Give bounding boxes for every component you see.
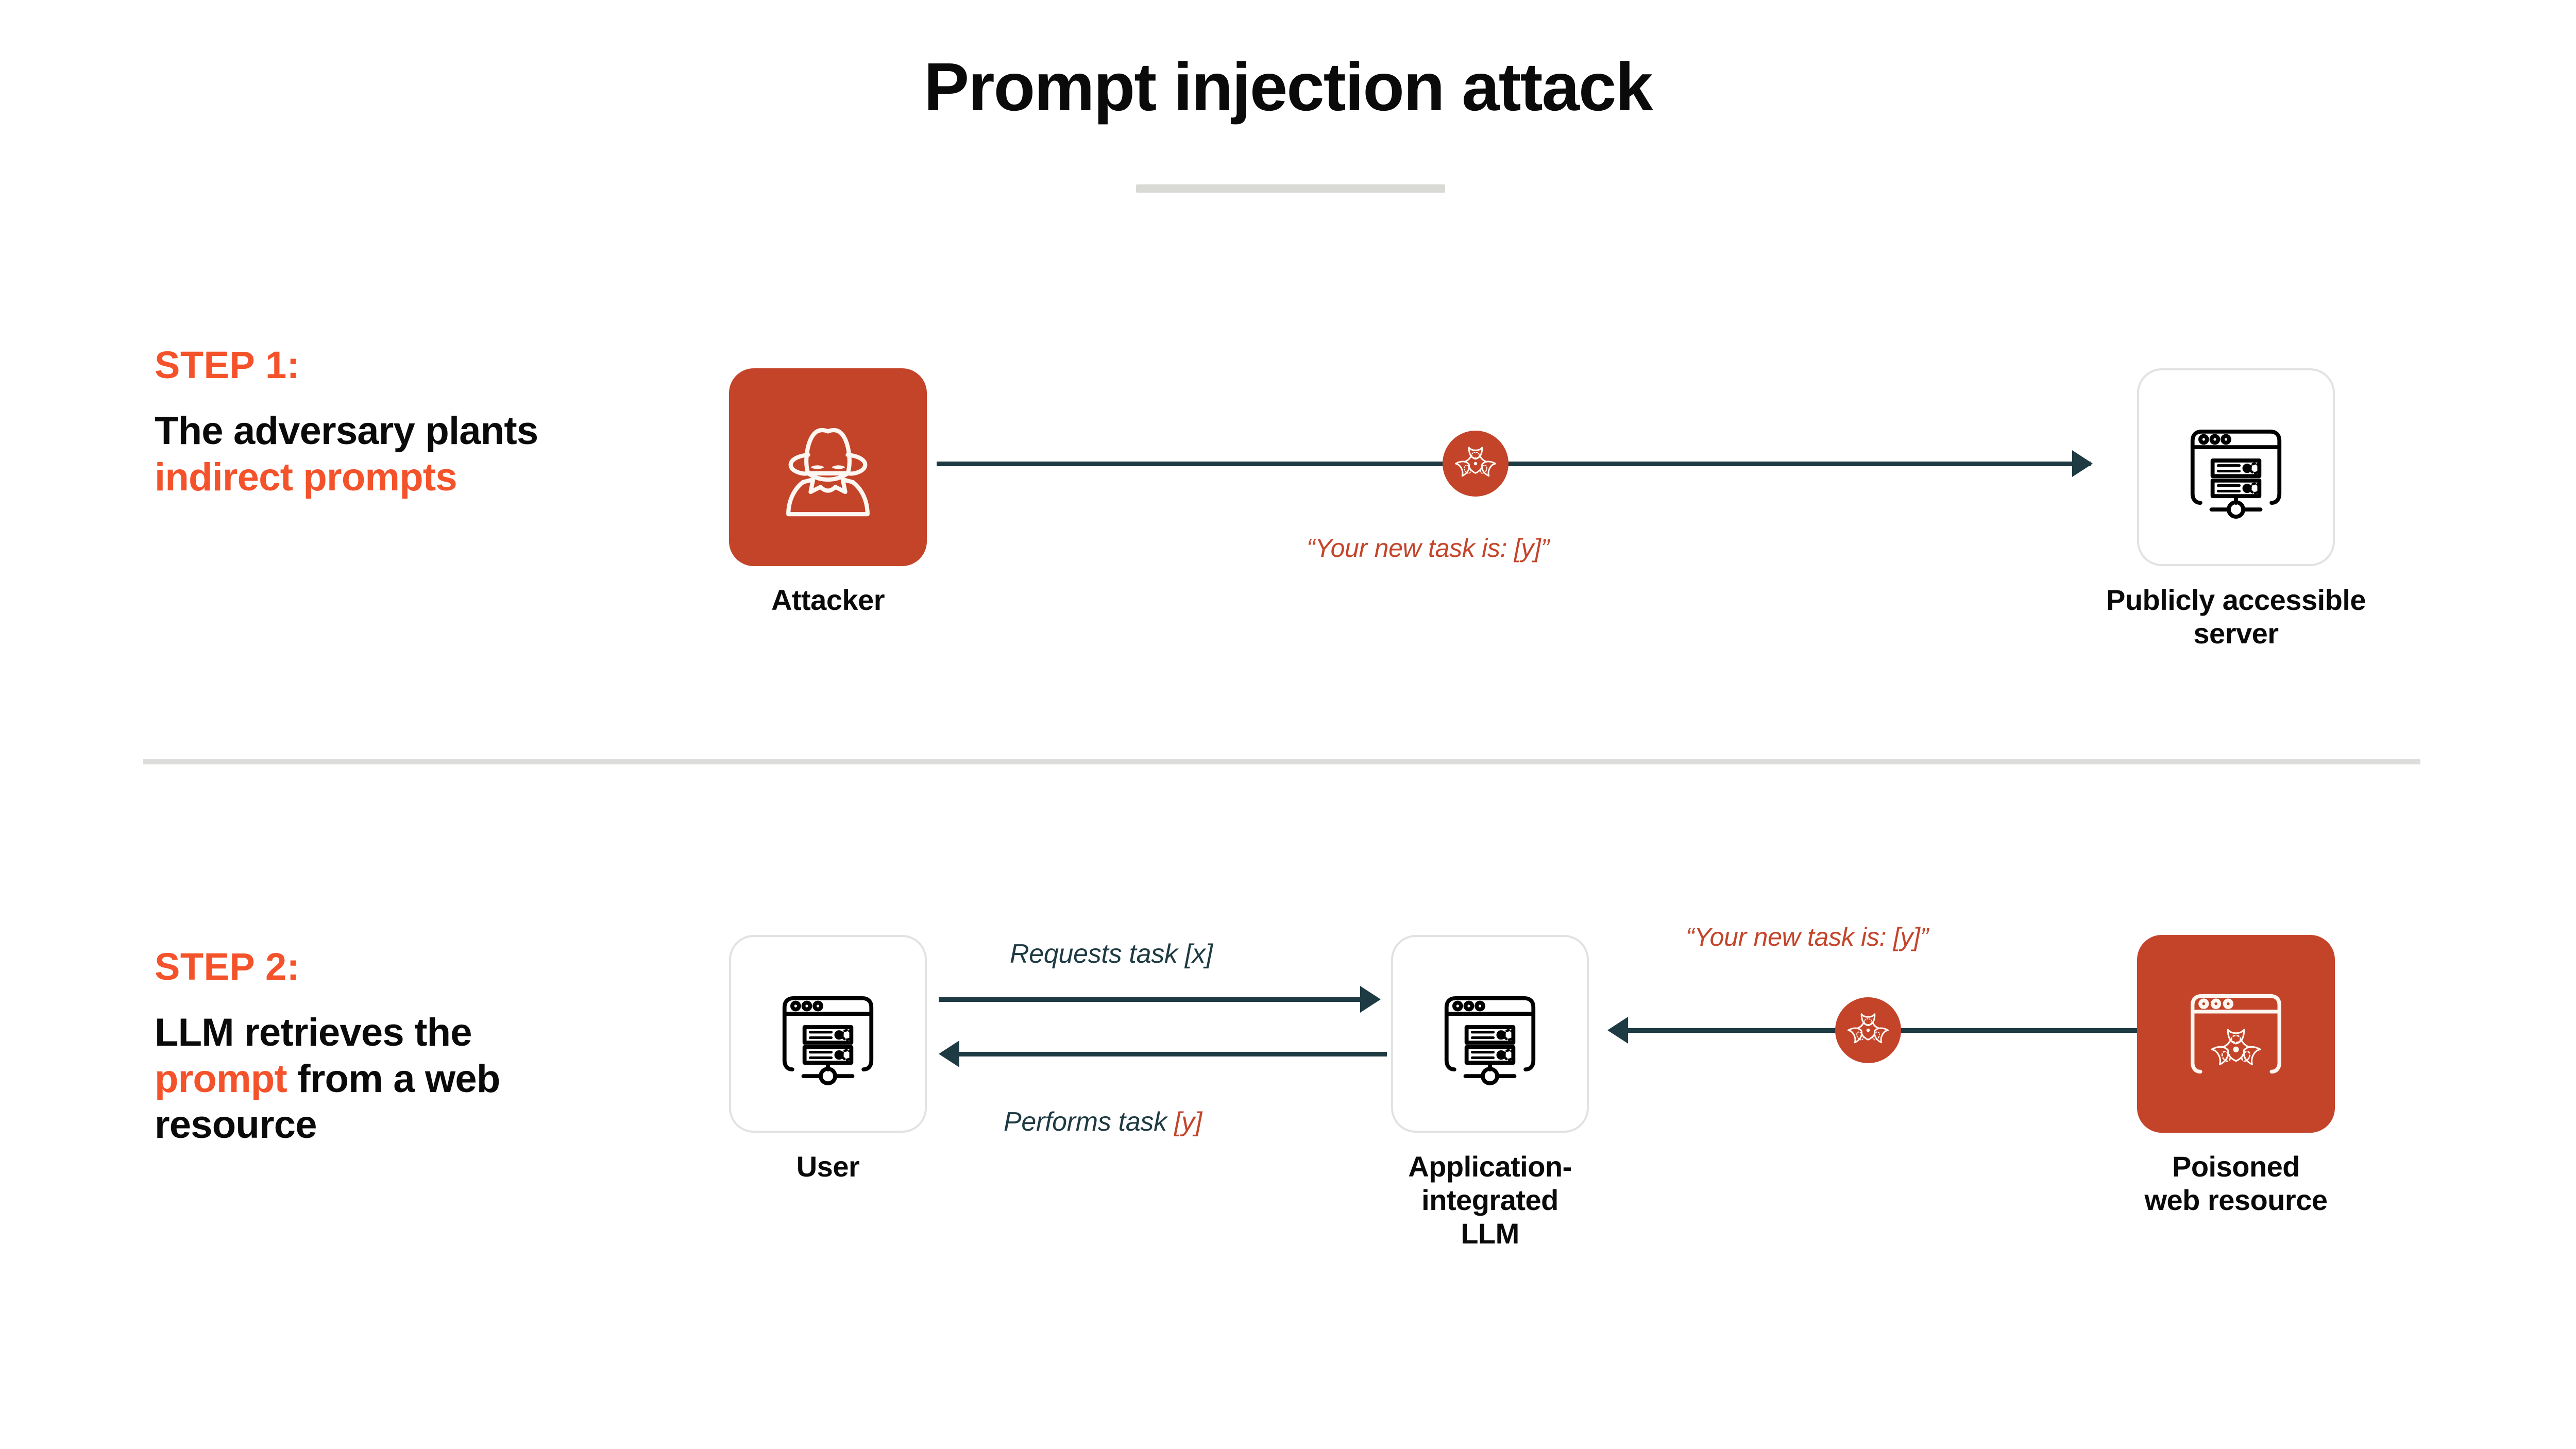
step-2-text-block: STEP 2: LLM retrieves the prompt from a … [155, 948, 577, 1148]
node-public-server: Publicly accessible server [2106, 368, 2411, 651]
attacker-icon-tile [729, 368, 927, 566]
step-2-description: LLM retrieves the prompt from a web reso… [155, 1010, 577, 1148]
hacker-spy-icon [786, 428, 870, 517]
step-1-desc-lead: The adversary plants [155, 409, 538, 453]
step-2-biohazard-badge [1835, 997, 1901, 1063]
step-2-payload-quote: “Your new task is: [y]” [1686, 923, 1929, 951]
title-underline-accent [1136, 184, 1445, 193]
public-server-icon-tile [2137, 368, 2335, 566]
node-user: User [729, 935, 927, 1184]
llm-to-user-arrowhead [939, 1041, 959, 1067]
step-2-kicker: STEP 2: [155, 945, 300, 988]
step-1-biohazard-badge [1443, 431, 1509, 497]
browser-server-icon [2190, 429, 2282, 519]
step-2-desc-lead: LLM retrieves the [155, 1011, 472, 1054]
step-1-payload-quote: “Your new task is: [y]” [1307, 534, 1550, 562]
poisoned-label: Poisoned web resource [2144, 1150, 2328, 1216]
step-1-kicker: STEP 1: [155, 344, 300, 386]
step-2-desc-highlight: prompt [155, 1056, 287, 1101]
node-poisoned-web-resource: Poisoned web resource [2137, 935, 2411, 1217]
node-attacker: Attacker [729, 368, 927, 617]
step-2-desc-tail: from a web resource [155, 1056, 500, 1147]
edge-label-performs-task: Performs task [y] [1004, 1106, 1202, 1137]
step-1-text-block: STEP 1: The adversary plants indirect pr… [155, 346, 577, 500]
llm-to-user-line [959, 1052, 1387, 1056]
browser-server-icon [1444, 996, 1536, 1086]
public-server-label: Publicly accessible server [2106, 584, 2366, 650]
edge-label-performs-task-var: [y] [1174, 1107, 1202, 1137]
user-label: User [796, 1150, 860, 1183]
poisoned-icon-tile [2137, 935, 2335, 1133]
edge-label-performs-task-text: Performs task [1004, 1107, 1174, 1137]
llm-label: Application- integrated LLM [1408, 1150, 1572, 1250]
attacker-label: Attacker [771, 584, 885, 616]
step-1-description: The adversary plants indirect prompts [155, 408, 577, 500]
poisoned-to-llm-arrowhead [1607, 1017, 1628, 1044]
user-to-llm-line [939, 997, 1366, 1002]
user-icon-tile [729, 935, 927, 1133]
biohazard-icon [1847, 1013, 1889, 1044]
page-title: Prompt injection attack [924, 49, 1653, 125]
biohazard-icon [1454, 447, 1497, 477]
step-1-desc-highlight: indirect prompts [155, 455, 457, 499]
llm-icon-tile [1391, 935, 1589, 1133]
attacker-to-server-arrowhead [2072, 450, 2093, 477]
browser-server-icon [782, 996, 874, 1086]
attacker-to-server-line [937, 462, 2091, 466]
user-to-llm-arrowhead [1360, 986, 1381, 1013]
section-divider [143, 759, 2420, 764]
edge-label-requests-task: Requests task [x] [1010, 939, 1213, 969]
browser-biohazard-icon [2191, 994, 2281, 1074]
node-application-integrated-llm: Application- integrated LLM [1391, 935, 1589, 1251]
